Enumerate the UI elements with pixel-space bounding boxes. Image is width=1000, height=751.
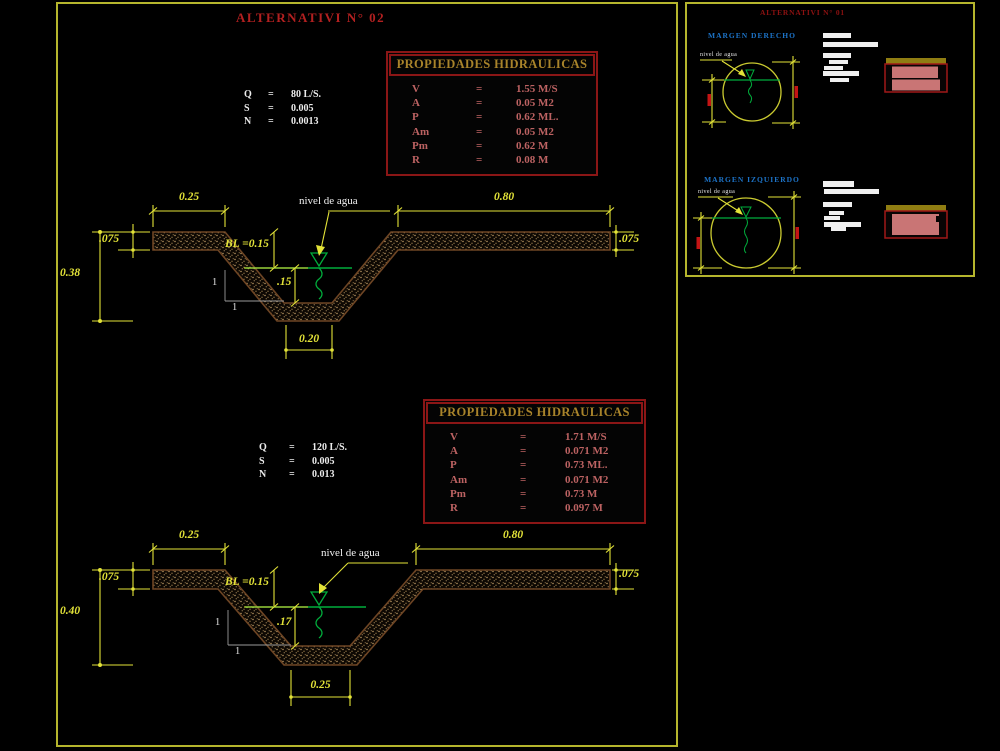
table-row: A=0.071 M2 — [450, 445, 609, 458]
param-value: 0.0013 — [291, 116, 319, 128]
lining-detail-box — [884, 58, 948, 93]
dim-berm-left-1: 0.25 — [178, 191, 200, 203]
table-row: V=1.55 M/S — [412, 83, 558, 95]
panel-title: ALTERNATIVI N° 01 — [760, 8, 845, 17]
param-eq: = — [289, 469, 295, 481]
table-row: Am=0.071 M2 — [450, 473, 609, 486]
pipe-detail-margen-izquierdo — [693, 181, 948, 274]
water-level-label-1: nivel de agua — [299, 195, 358, 207]
table-row: R=0.08 M — [412, 154, 549, 167]
slope-label-v-2: 1 — [215, 617, 221, 628]
water-level-label-2: nivel de agua — [321, 547, 380, 559]
dim-bottom-width-2: 0.25 — [310, 679, 331, 691]
water-level-label-pipe-1: nivel de agua — [700, 52, 738, 58]
water-level-label-pipe-2: nivel de agua — [698, 189, 736, 195]
slope-label-h-1: 1 — [232, 302, 238, 313]
dim-lining-left-2: .075 — [99, 571, 120, 583]
param-value: 80 L/S. — [291, 89, 322, 100]
channel-section-1 — [92, 205, 634, 359]
micro-dim-text — [794, 86, 798, 98]
dim-water-depth-1: .15 — [277, 276, 292, 288]
micro-dim-text — [707, 94, 711, 106]
channel-section-2 — [92, 543, 634, 706]
dim-depth-1: 0.38 — [60, 267, 81, 279]
water-leader-2 — [319, 562, 408, 594]
param-value: 0.013 — [312, 469, 335, 481]
table-row: P=0.62 ML. — [412, 111, 559, 124]
table-row: V=1.71 M/S — [450, 431, 607, 443]
table-row: Pm=0.62 M — [412, 139, 549, 152]
dim-freeboard-2: BL =0.15 — [225, 576, 269, 588]
micro-dim-text — [795, 227, 799, 239]
table-row: Am=0.05 M2 — [412, 125, 554, 138]
param-eq: = — [268, 102, 274, 114]
hydraulic-properties-table-2: PROPIEDADES HIDRAULICAS V=1.71 M/S A=0.0… — [423, 399, 646, 525]
hydraulic-properties-table-1: PROPIEDADES HIDRAULICAS V=1.55 M/S A=0.0… — [386, 51, 598, 177]
dim-bottom-width-1: 0.20 — [298, 333, 320, 345]
flow-parameters-1: Q = 80 L/S. S = 0.005 N = 0.0013 — [244, 88, 321, 129]
margen-derecho-heading: MARGEN DERECHO — [708, 31, 796, 40]
dim-lining-left-1: .075 — [99, 233, 120, 245]
pipe-detail-margen-derecho — [700, 33, 948, 129]
slope-label-v-1: 1 — [212, 277, 218, 288]
dim-depth-2: 0.40 — [60, 605, 81, 617]
dim-berm-right-2: 0.80 — [502, 529, 524, 541]
param-label: S — [244, 102, 250, 114]
param-label: N — [259, 469, 267, 481]
param-value: 120 L/S. — [312, 442, 348, 453]
water-leader-1 — [316, 210, 390, 256]
table-title: PROPIEDADES HIDRAULICAS — [426, 402, 643, 424]
lining-detail-box — [884, 205, 948, 239]
annotation-text-block — [823, 33, 878, 82]
dim-lining-right-2: .075 — [619, 568, 640, 580]
dim-water-depth-2: .17 — [277, 616, 292, 628]
param-label: Q — [259, 442, 267, 453]
dim-berm-right-1: 0.80 — [493, 191, 515, 203]
table-row: Pm=0.73 M — [450, 487, 598, 500]
margen-izquierdo-heading: MARGEN IZQUIERDO — [704, 175, 800, 184]
param-label: Q — [244, 89, 252, 100]
micro-dim-text — [696, 237, 700, 249]
dim-berm-left-2: 0.25 — [178, 529, 200, 541]
dims-section-2 — [92, 543, 634, 706]
dim-lining-right-1: .075 — [619, 233, 640, 245]
annotation-text-block — [823, 181, 879, 231]
table-row: P=0.73 ML. — [450, 459, 608, 472]
slope-label-h-2: 1 — [235, 646, 241, 657]
flow-parameters-2: Q = 120 L/S. S = 0.005 N = 0.013 — [259, 441, 347, 482]
param-eq: = — [289, 455, 295, 467]
param-label: N — [244, 116, 252, 128]
right-panel-frame — [685, 2, 975, 277]
param-eq: = — [268, 116, 274, 128]
param-value: 0.005 — [312, 455, 335, 467]
dims-section-1 — [92, 205, 634, 359]
param-eq: = — [289, 442, 295, 453]
table-row: A=0.05 M2 — [412, 97, 554, 110]
left-sheet-frame — [56, 2, 678, 747]
dim-freeboard-1: BL =0.15 — [225, 238, 269, 250]
sheet-title: ALTERNATIVI N° 02 — [236, 10, 386, 25]
table-row: R=0.097 M — [450, 502, 603, 515]
param-label: S — [259, 455, 265, 467]
table-title: PROPIEDADES HIDRAULICAS — [389, 54, 595, 76]
param-eq: = — [268, 89, 274, 100]
param-value: 0.005 — [291, 102, 314, 114]
